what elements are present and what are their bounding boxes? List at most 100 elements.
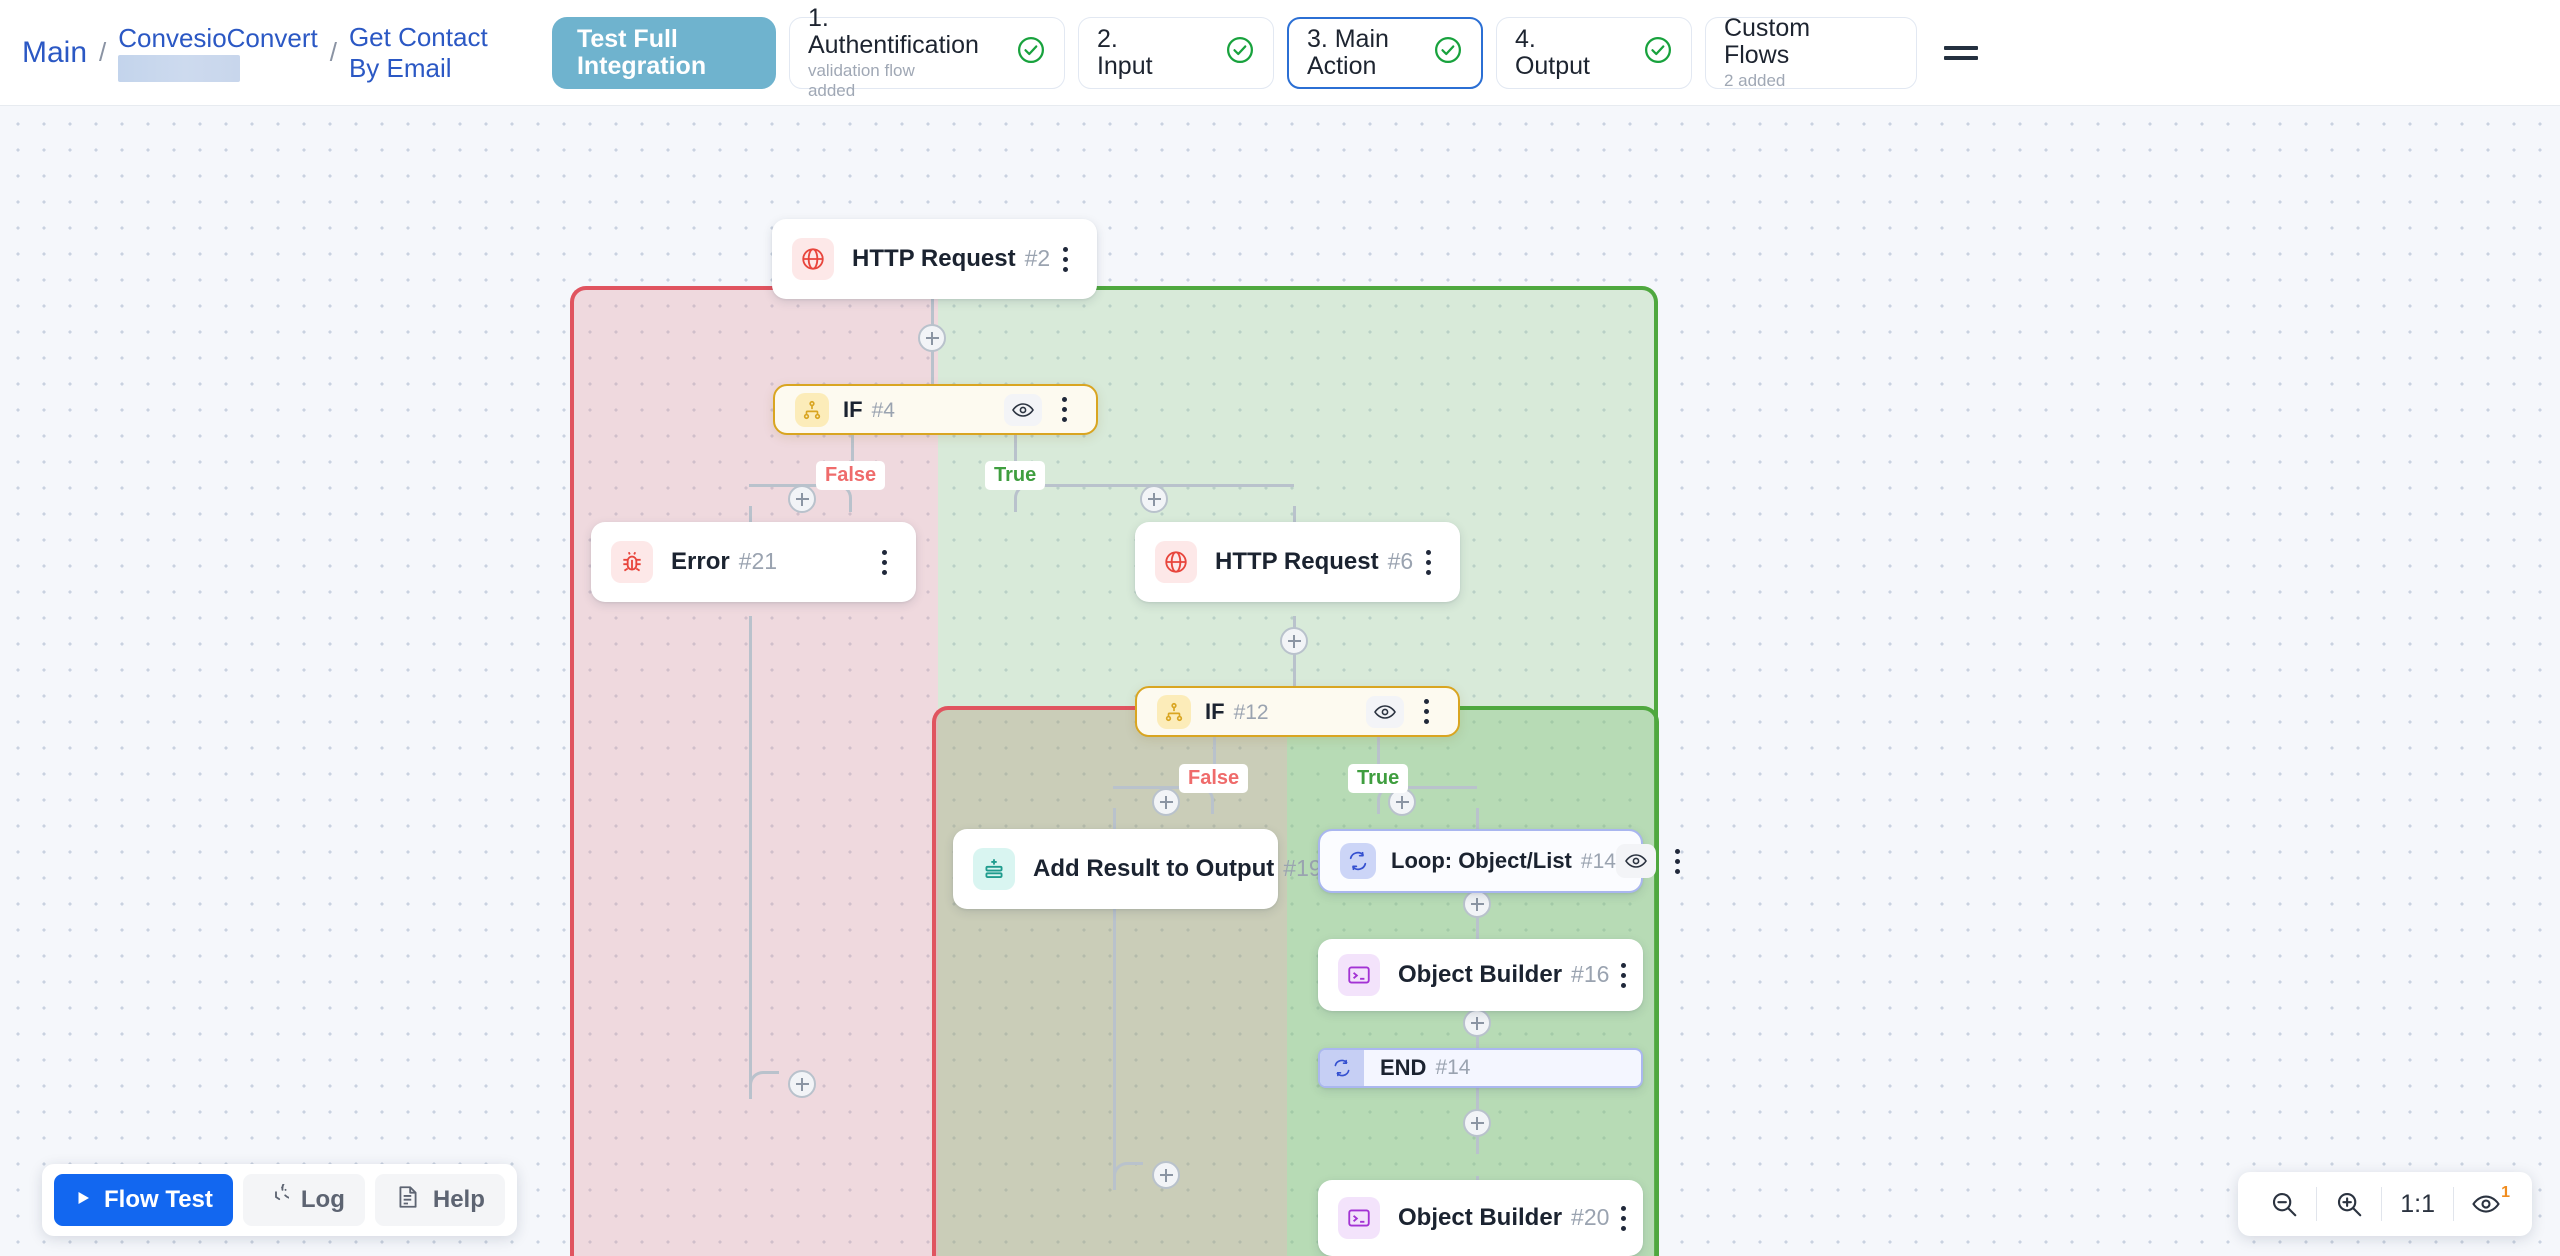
check-circle-icon	[1643, 35, 1673, 70]
tab-title: 4. Output	[1514, 24, 1590, 80]
node-label: HTTP Request	[1215, 548, 1379, 575]
node-loop-object-list-14[interactable]: Loop: Object/List #14	[1318, 829, 1681, 893]
node-number: #4	[871, 398, 895, 422]
connector-line	[1113, 808, 1116, 848]
tab-subtitle: validation flow added	[807, 61, 915, 100]
breadcrumb-redacted-block	[118, 54, 241, 82]
node-label: Error	[671, 548, 730, 575]
globe-icon	[792, 238, 834, 280]
branch-label-false: False	[1179, 764, 1249, 793]
flow-test-button[interactable]: Flow Test	[54, 1174, 233, 1226]
play-icon	[74, 1186, 92, 1214]
node-number: #19	[1283, 855, 1322, 881]
globe-icon	[1155, 541, 1197, 583]
node-object-builder-16[interactable]: Object Builder #16	[1318, 939, 1643, 1011]
visibility-toggle-button[interactable]: 1	[2454, 1180, 2518, 1228]
breadcrumb: Main / ConvesioConvert / Get Contact By …	[0, 22, 524, 83]
add-node-button[interactable]	[1152, 788, 1180, 816]
connector-line	[1014, 434, 1017, 476]
node-label: HTTP Request	[852, 245, 1016, 272]
app-header: Main / ConvesioConvert / Get Contact By …	[0, 0, 2560, 106]
add-node-button[interactable]	[1140, 485, 1168, 513]
test-full-integration-button[interactable]: Test Full Integration	[551, 16, 776, 89]
node-menu-icon[interactable]	[1609, 956, 1637, 994]
connector-line	[1476, 808, 1479, 848]
preview-eye-icon[interactable]	[1366, 695, 1404, 728]
terminal-icon	[1338, 954, 1380, 996]
help-label: Help	[432, 1186, 485, 1213]
connector-line	[1113, 906, 1116, 1176]
add-node-button[interactable]	[788, 485, 816, 513]
tab-title: 1. Authentification	[807, 4, 979, 60]
preview-eye-icon[interactable]	[1004, 393, 1042, 426]
zoom-out-button[interactable]	[2252, 1180, 2316, 1228]
add-node-button[interactable]	[918, 324, 946, 352]
node-menu-icon[interactable]	[1664, 842, 1692, 880]
add-node-button[interactable]	[1152, 1161, 1180, 1189]
breadcrumb-project[interactable]: ConvesioConvert	[118, 23, 318, 82]
add-node-button[interactable]	[788, 1070, 816, 1098]
node-if-12[interactable]: IF #12	[1135, 686, 1460, 737]
node-menu-icon[interactable]	[1414, 543, 1442, 581]
divider	[2381, 1187, 2383, 1221]
node-label: Add Result to Output	[1033, 855, 1275, 882]
tab-step-authentification[interactable]: 1. Authentification validation flow adde…	[788, 5, 1065, 100]
breadcrumb-flow[interactable]: Get Contact By Email	[348, 21, 488, 83]
tab-step-main-action[interactable]: 3. Main Action	[1286, 16, 1483, 89]
connector-line	[1293, 616, 1296, 706]
test-full-integration-label: Test Full Integration	[576, 24, 707, 80]
node-menu-icon[interactable]	[1412, 693, 1440, 731]
add-node-button[interactable]	[1463, 890, 1491, 918]
connector-elbow	[1377, 786, 1477, 814]
zoom-ratio-label[interactable]: 1:1	[2400, 1189, 2435, 1218]
check-circle-icon	[1225, 35, 1255, 70]
clock-icon	[263, 1177, 303, 1217]
hamburger-menu-icon[interactable]	[1943, 45, 1978, 60]
node-add-result-to-output-19[interactable]: Add Result to Output #19	[953, 829, 1339, 909]
log-button[interactable]: Log	[242, 1174, 365, 1226]
tab-title: Custom Flows	[1723, 13, 1811, 69]
node-menu-icon[interactable]	[1051, 240, 1079, 278]
document-icon	[395, 1184, 421, 1217]
node-http-request-2[interactable]: HTTP Request #2	[772, 219, 1097, 299]
branch-icon	[1157, 694, 1191, 729]
tab-title: 2. Input	[1096, 24, 1153, 80]
node-number: #21	[738, 548, 778, 574]
node-object-builder-20[interactable]: Object Builder #20	[1318, 1180, 1643, 1256]
connector-elbow	[749, 1071, 779, 1099]
divider	[2316, 1187, 2318, 1221]
zoom-in-button[interactable]	[2317, 1180, 2381, 1228]
divider	[2453, 1187, 2454, 1221]
node-http-request-6[interactable]: HTTP Request #6	[1135, 522, 1460, 602]
connector-line	[931, 299, 934, 409]
add-node-button[interactable]	[1463, 1009, 1491, 1037]
branch-label-false: False	[816, 461, 886, 490]
tab-step-input[interactable]: 2. Input	[1077, 16, 1274, 89]
add-node-button[interactable]	[1463, 1109, 1491, 1137]
node-number: #14	[1435, 1056, 1471, 1079]
node-number: #16	[1571, 961, 1610, 987]
breadcrumb-separator-2: /	[329, 37, 337, 67]
node-label: Loop: Object/List	[1391, 848, 1572, 873]
tab-step-output[interactable]: 4. Output	[1495, 16, 1692, 89]
flow-toolbar: Flow Test Log Help	[42, 1164, 517, 1236]
tab-subtitle: 2 added	[1723, 70, 1786, 90]
visibility-count-badge: 1	[2501, 1184, 2510, 1201]
connector-line	[749, 616, 752, 1086]
branch-label-true: True	[985, 461, 1046, 490]
preview-eye-icon[interactable]	[1615, 844, 1656, 878]
node-menu-icon[interactable]	[870, 543, 898, 581]
node-menu-icon[interactable]	[1050, 391, 1078, 429]
terminal-icon	[1338, 1197, 1380, 1239]
node-menu-icon[interactable]	[1609, 1199, 1637, 1237]
add-node-button[interactable]	[1280, 627, 1308, 655]
node-error-21[interactable]: Error #21	[591, 522, 916, 602]
help-button[interactable]: Help	[374, 1174, 505, 1226]
flow-canvas[interactable]: False True False True	[0, 106, 2560, 1256]
tab-custom-flows[interactable]: Custom Flows 2 added	[1704, 13, 1917, 90]
breadcrumb-root[interactable]: Main	[22, 35, 88, 69]
stack-plus-icon	[973, 848, 1015, 890]
node-if-4[interactable]: IF #4	[773, 384, 1098, 435]
branch-icon	[795, 392, 829, 427]
node-loop-end-14[interactable]: END #14	[1318, 1048, 1643, 1088]
